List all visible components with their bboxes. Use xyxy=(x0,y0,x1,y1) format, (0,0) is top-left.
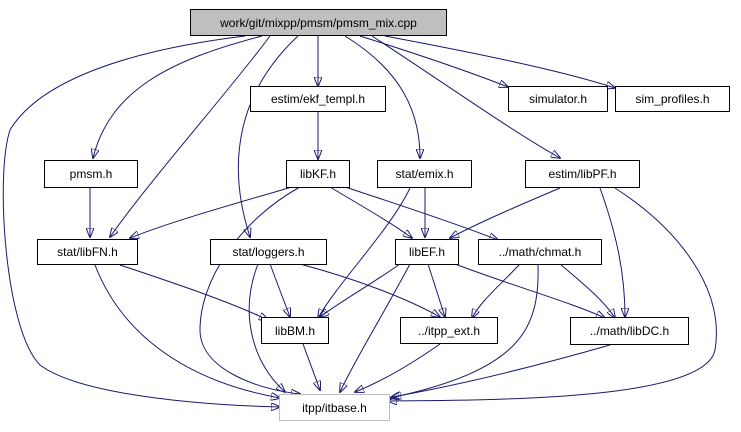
edge-libfn-to-libbm xyxy=(119,264,268,320)
edge-libkf-to-libef xyxy=(329,186,412,238)
node-itbase: itpp/itbase.h xyxy=(279,394,390,421)
node-libpf[interactable]: estim/libPF.h xyxy=(525,160,640,188)
edge-loggers-to-itbase xyxy=(248,263,285,392)
node-libbm[interactable]: libBM.h xyxy=(261,317,329,344)
edge-chmat-to-libdc xyxy=(559,263,615,318)
edge-root-to-libpf xyxy=(371,35,560,158)
edge-root-to-emix xyxy=(344,35,420,158)
edge-libkf-to-chmat xyxy=(344,186,498,240)
edge-libpf-to-libef xyxy=(450,187,561,238)
node-chmat[interactable]: ../math/chmat.h xyxy=(478,239,602,265)
node-emix[interactable]: stat/emix.h xyxy=(377,160,472,188)
node-sim-profiles[interactable]: sim_profiles.h xyxy=(615,86,730,112)
edge-root-to-itbase xyxy=(2,35,280,407)
edge-libef-to-itbase xyxy=(340,263,411,392)
edge-libfn-to-itbase xyxy=(94,264,280,398)
node-libdc[interactable]: ../math/libDC.h xyxy=(570,317,689,345)
edge-libkf-to-libfn xyxy=(130,186,293,238)
edge-libpf-to-itbase xyxy=(388,187,717,401)
edge-libkf-to-itbase xyxy=(199,186,300,394)
edge-libbm-to-itbase xyxy=(302,343,320,390)
edge-libdc-to-itbase xyxy=(392,344,611,397)
node-libfn[interactable]: stat/libFN.h xyxy=(37,239,138,265)
node-ekf-templ[interactable]: estim/ekf_templ.h xyxy=(250,86,386,112)
edge-libpf-to-libdc xyxy=(599,187,625,317)
node-pmsm[interactable]: pmsm.h xyxy=(44,160,138,188)
edge-root-to-simulator xyxy=(359,35,508,87)
node-simulator[interactable]: simulator.h xyxy=(508,86,608,112)
edge-root-to-loggers xyxy=(237,35,299,237)
edge-root-to-pmsm xyxy=(93,35,263,158)
edge-root-to-sim-profiles xyxy=(384,35,615,88)
node-libef[interactable]: libEF.h xyxy=(395,239,459,265)
edge-itpp-ext-to-itbase xyxy=(355,343,441,392)
edge-libef-to-itpp-ext xyxy=(427,263,445,317)
edge-chmat-to-itbase xyxy=(390,263,539,398)
edge-libef-to-libbm xyxy=(320,263,401,317)
node-root-file: work/git/mixpp/pmsm/pmsm_mix.cpp xyxy=(190,9,447,36)
edge-root-to-libfn xyxy=(110,35,271,237)
edge-emix-to-libbm xyxy=(318,187,411,318)
edge-loggers-to-libbm xyxy=(269,263,290,317)
edge-loggers-to-itpp-ext xyxy=(299,263,440,317)
node-itpp-ext[interactable]: ../itpp_ext.h xyxy=(400,317,498,344)
edge-chmat-to-itpp-ext xyxy=(472,263,521,318)
node-loggers[interactable]: stat/loggers.h xyxy=(210,239,327,265)
node-libkf[interactable]: libKF.h xyxy=(286,160,350,188)
